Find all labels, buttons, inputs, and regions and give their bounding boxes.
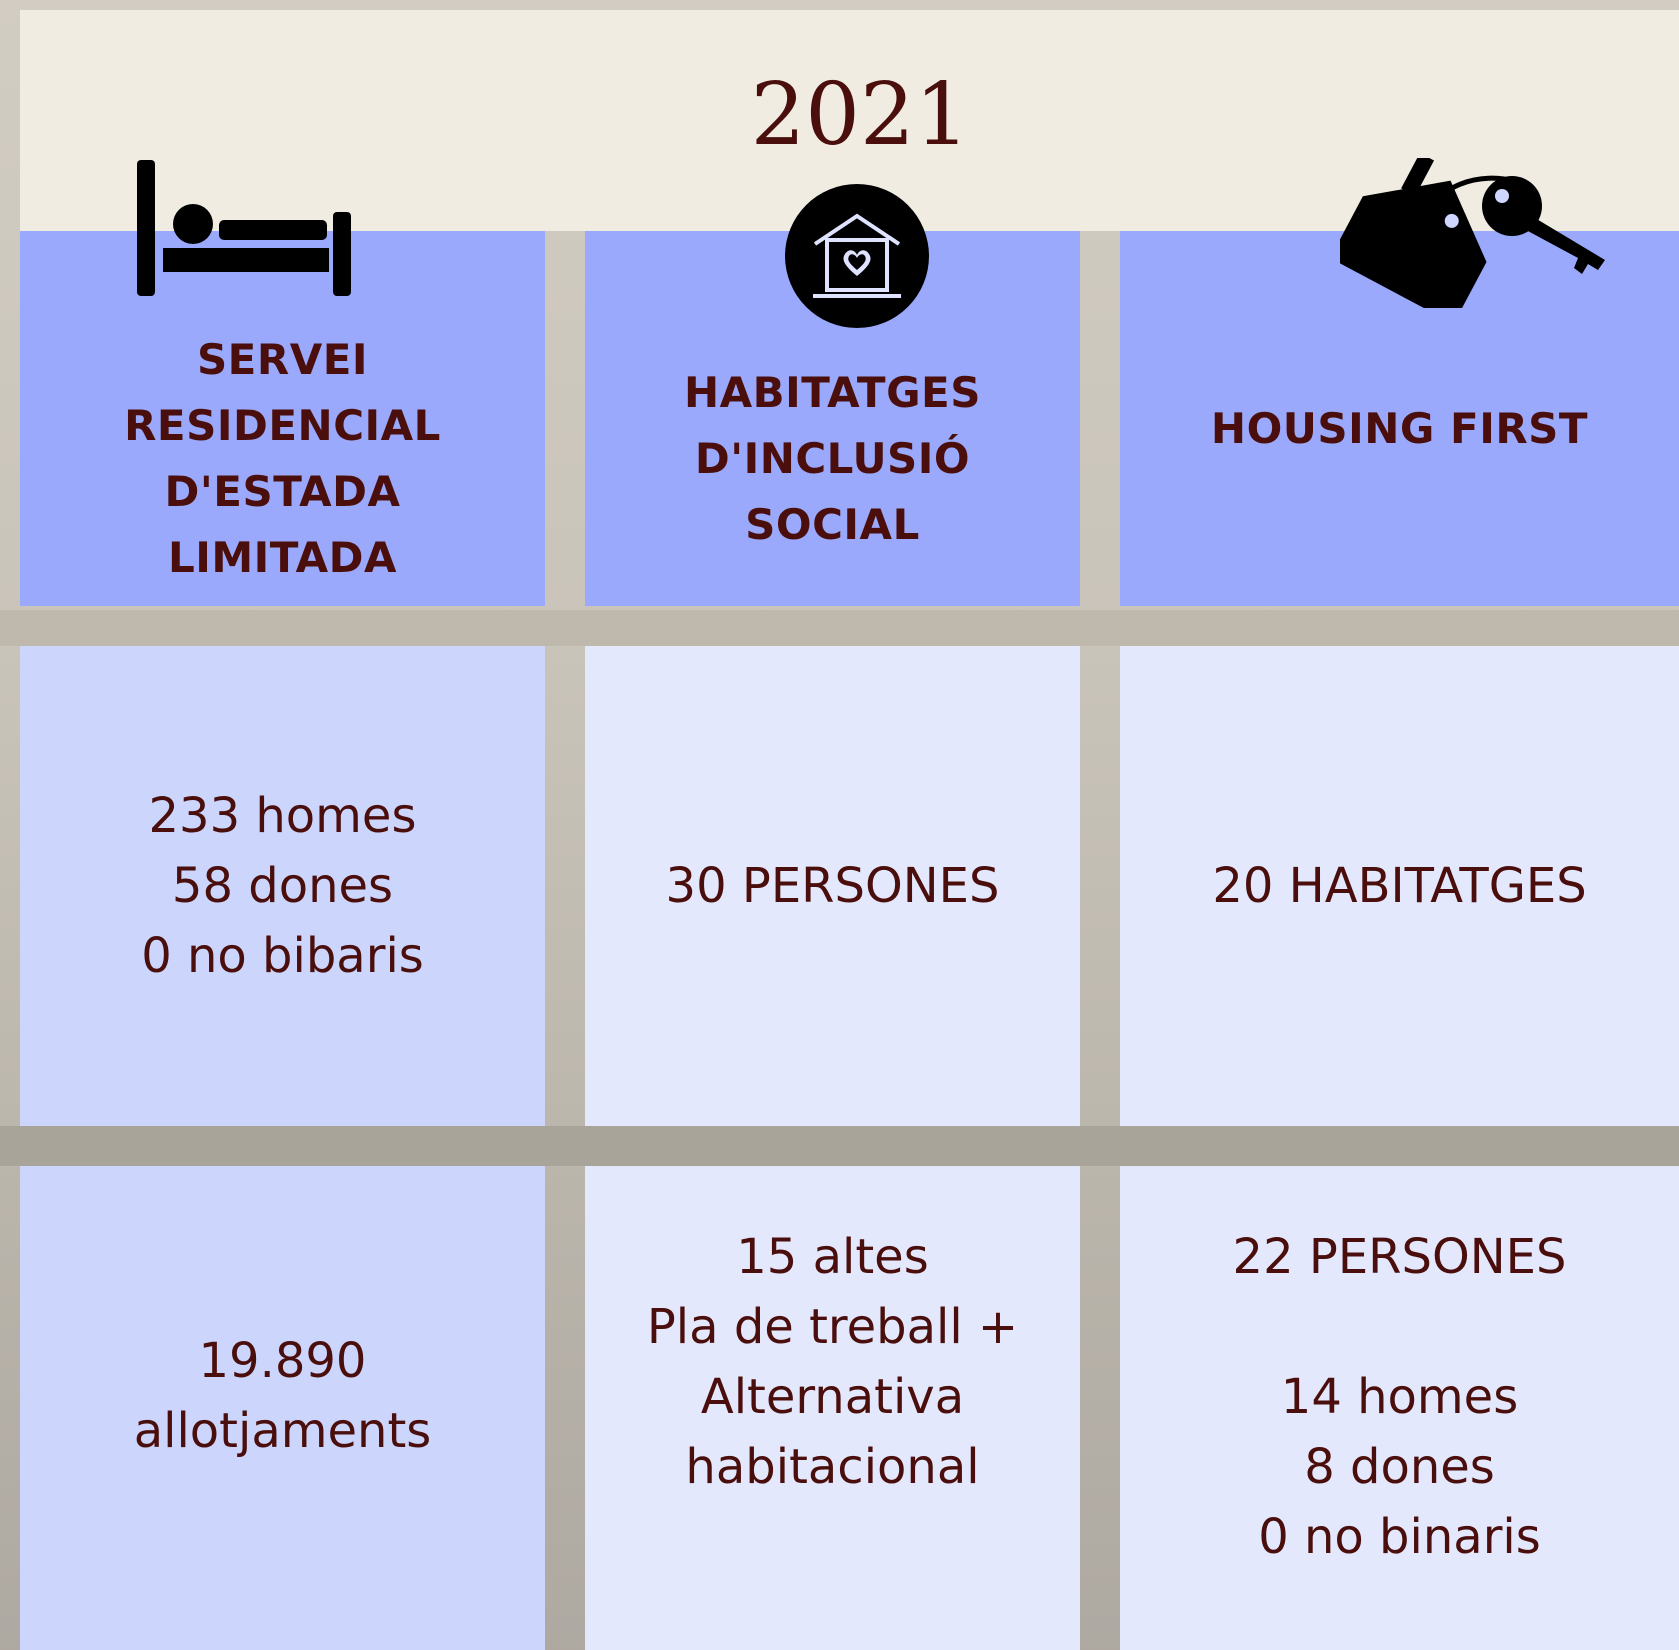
year-title: 2021 — [750, 65, 970, 165]
stat-tile-habitatges: 30 PERSONES — [585, 646, 1080, 1126]
title-tile-housing-first: HOUSING FIRST — [1120, 231, 1679, 606]
totals-line: 0 no binaris — [1258, 1509, 1541, 1565]
totals-line: 15 altes — [736, 1229, 929, 1285]
totals-tile-habitatges: 15 altes Pla de treball + Alternativa ha… — [585, 1166, 1080, 1650]
title-line: D'INCLUSIÓ — [694, 433, 971, 483]
stat-line: 233 homes — [148, 788, 417, 844]
stat-line: 58 dones — [171, 858, 394, 914]
stat-line: 30 PERSONES — [665, 858, 1000, 914]
stat-line: 20 HABITATGES — [1212, 858, 1587, 914]
title-line: SERVEI — [196, 334, 369, 384]
totals-line: 14 homes — [1280, 1369, 1519, 1425]
house-key-icon — [1340, 158, 1605, 308]
stat-line: 0 no bibaris — [141, 928, 424, 984]
totals-line: allotjaments — [133, 1403, 432, 1459]
title-tile-residencial: SERVEI RESIDENCIAL D'ESTADA LIMITADA — [20, 231, 545, 606]
stat-tile-housing-first: 20 HABITATGES — [1120, 646, 1679, 1126]
background-band — [0, 610, 1679, 646]
title-line: SOCIAL — [745, 499, 920, 549]
totals-line: 22 PERSONES — [1232, 1229, 1567, 1285]
title-tile-habitatges: HABITATGES D'INCLUSIÓ SOCIAL — [585, 231, 1080, 606]
totals-line: Pla de treball + — [646, 1299, 1019, 1355]
title-line: HABITATGES — [684, 367, 981, 417]
title-line: RESIDENCIAL — [124, 400, 441, 450]
totals-line: 19.890 — [198, 1333, 367, 1389]
background-band — [0, 1126, 1679, 1166]
title-line: D'ESTADA — [164, 466, 401, 516]
stat-tile-residencial: 233 homes 58 dones 0 no bibaris — [20, 646, 545, 1126]
totals-line: 8 dones — [1304, 1439, 1495, 1495]
totals-line: Alternativa — [700, 1369, 965, 1425]
totals-tile-housing-first: 22 PERSONES 14 homes 8 dones 0 no binari… — [1120, 1166, 1679, 1650]
totals-line — [1233, 1292, 1567, 1362]
title-line: HOUSING FIRST — [1210, 403, 1589, 453]
totals-tile-residencial: 19.890 allotjaments — [20, 1166, 545, 1650]
bed-icon — [137, 160, 351, 296]
title-line: LIMITADA — [167, 532, 398, 582]
totals-line: habitacional — [685, 1439, 980, 1495]
heart-house-icon — [785, 184, 929, 328]
